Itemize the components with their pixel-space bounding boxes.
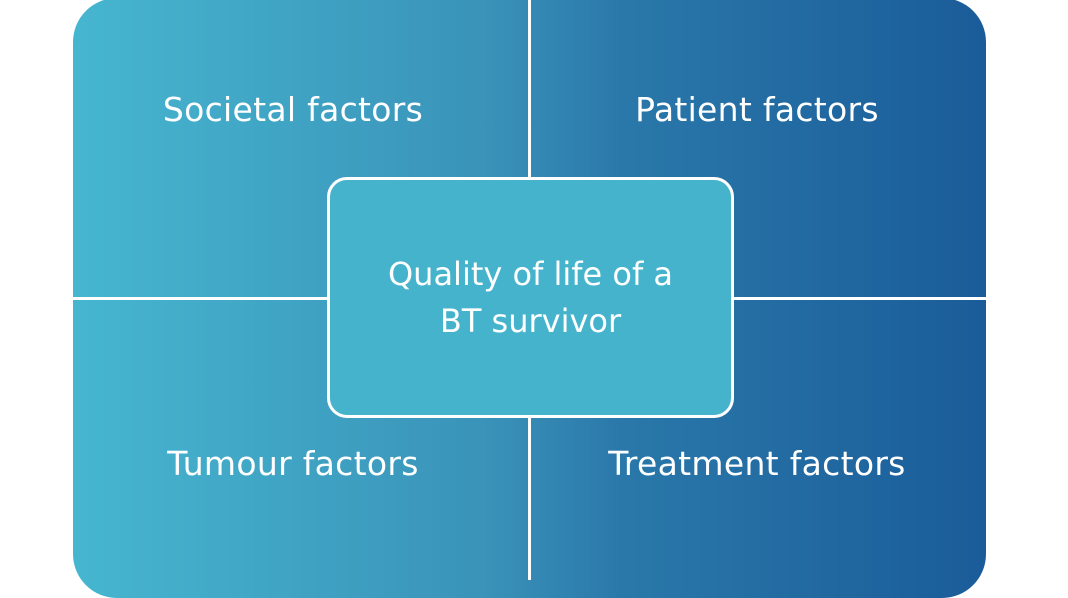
quadrant-tumour-factors: Tumour factors — [167, 444, 419, 483]
quadrant-treatment-factors: Treatment factors — [608, 444, 906, 483]
center-title-line2: BT survivor — [439, 301, 622, 340]
quadrant-patient-factors: Patient factors — [635, 90, 879, 129]
center-title-line1: Quality of life of a — [387, 254, 674, 293]
center-box: Quality of life of a BT survivor — [327, 177, 734, 418]
quadrant-societal-factors: Societal factors — [162, 90, 424, 129]
